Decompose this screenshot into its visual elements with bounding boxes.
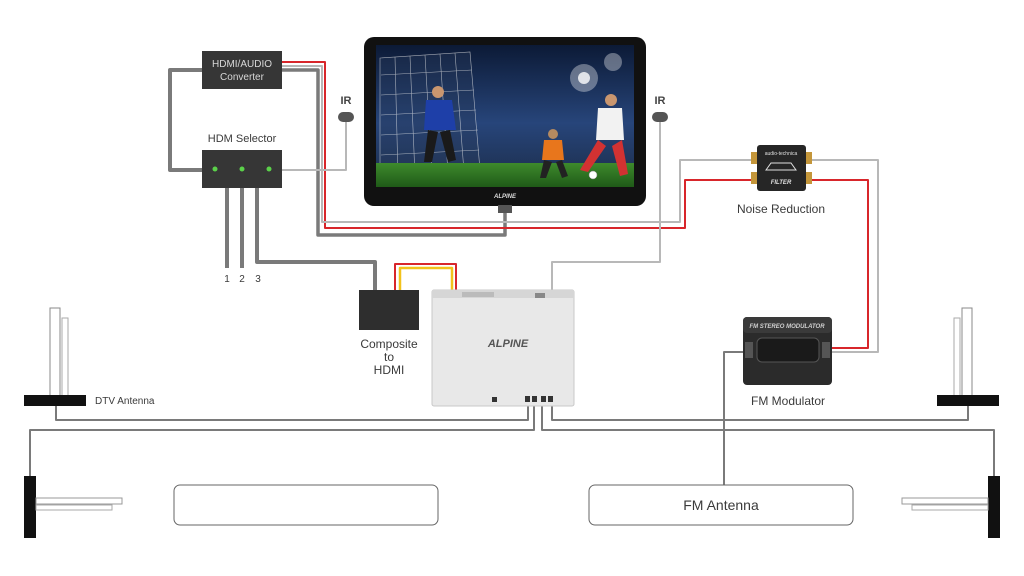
ir-left-sensor (338, 112, 354, 122)
cable-tuner-dtv-left-low (29, 405, 535, 482)
cable-composite-yellow (398, 266, 454, 292)
ir-sensor-left: IR (338, 95, 354, 122)
ir-right-sensor (652, 112, 668, 122)
filter-jack-tr (805, 152, 812, 164)
cable-audio-white (282, 65, 755, 223)
cable-modulator-antenna (723, 351, 745, 486)
fm-modulator: FM STEREO MODULATOR FM Modulator (743, 317, 832, 408)
antenna-right-rod-outer (961, 307, 973, 397)
side-antenna-left-base (24, 476, 36, 538)
filter-jack-bl (751, 172, 758, 184)
side-antenna-right-base (988, 476, 1000, 538)
selector-led-2 (239, 166, 245, 172)
antenna-right-base (937, 395, 999, 406)
dtv-antenna-left: DTV Antenna (24, 307, 155, 407)
ir-left-label: IR (341, 95, 352, 107)
cable-filter-white-out (808, 159, 879, 353)
monitor-brand: ALPINE (493, 194, 517, 200)
fm-modulator-label: FM Modulator (751, 394, 825, 408)
cable-ir-right (551, 120, 661, 292)
antenna-left-rod-inner (61, 317, 69, 397)
fm-antenna: FM Antenna (588, 484, 854, 526)
blank-box-frame (173, 484, 439, 526)
side-antenna-right-rod-1 (901, 497, 989, 505)
composite-label-3: HDMI (374, 363, 405, 377)
filter-body (757, 145, 806, 191)
tuner-port-2 (532, 396, 537, 402)
cable-tuner-dtv-left (55, 405, 529, 421)
side-antenna-left (24, 476, 123, 538)
fm-antenna-frame (588, 484, 854, 526)
filter-brand: audio-technica (765, 151, 798, 157)
modulator-label: FM STEREO MODULATOR (749, 324, 825, 330)
filter-car-icon (765, 162, 797, 171)
noise-reduction-label: Noise Reduction (737, 202, 825, 216)
tuner-port-3 (541, 396, 546, 402)
composite-label-1: Composite (360, 337, 418, 351)
antenna-left-base (24, 395, 86, 406)
composite-to-hdmi: Composite to HDMI (359, 290, 419, 377)
stadium-light-2 (604, 53, 622, 71)
side-antenna-left-rod-1 (35, 497, 123, 505)
noise-reduction-filter: audio-technica FILTER Noise Reduction (737, 145, 825, 216)
fm-antenna-label: FM Antenna (683, 497, 759, 513)
player-blue (424, 86, 456, 162)
monitor-mount (498, 205, 512, 213)
dtv-antenna-right (937, 307, 999, 406)
player-white (580, 94, 628, 176)
cable-tuner-dtv-right (551, 405, 969, 421)
tuner-port-1 (525, 396, 530, 402)
player-orange (540, 129, 568, 178)
hdmi-selector: HDM Selector 1 2 3 (202, 133, 282, 285)
cable-audio-red (282, 61, 755, 229)
ir-right-label: IR (655, 95, 666, 107)
filter-label: FILTER (771, 180, 792, 186)
selector-label: HDM Selector (208, 133, 277, 145)
converter-label-1: HDMI/AUDIO (212, 59, 272, 70)
side-antenna-right-rod-2 (911, 504, 989, 511)
blank-box (173, 484, 439, 526)
side-antenna-left-rod-2 (35, 504, 113, 511)
filter-jack-br (805, 172, 812, 184)
ball (588, 170, 598, 180)
selector-led-3 (266, 166, 272, 172)
modulator-top (743, 317, 832, 333)
hdmi-audio-converter: HDMI/AUDIO Converter (202, 51, 282, 89)
filter-jack-tl (751, 152, 758, 164)
cable-input-3 (255, 188, 377, 290)
cable-ir-left (282, 120, 347, 171)
side-antenna-right (901, 476, 1000, 538)
stadium-light-core (578, 72, 590, 84)
cable-filter-red-out (808, 179, 869, 349)
tuner-port-4 (548, 396, 553, 402)
modulator-grip-left (745, 342, 753, 358)
tuner-port-top-1 (462, 292, 494, 297)
selector-input-3-label: 3 (255, 274, 261, 285)
selector-input-1-label: 1 (224, 274, 230, 285)
cables (29, 61, 995, 486)
composite-label-2: to (384, 350, 394, 364)
dtv-antenna-label: DTV Antenna (95, 396, 155, 407)
cable-composite-red (394, 263, 457, 292)
selector-led-1 (212, 166, 218, 172)
modulator-panel (756, 337, 820, 363)
tuner-top-edge (432, 290, 574, 298)
monitor: ALPINE (364, 37, 646, 213)
selector-input-2-label: 2 (239, 274, 245, 285)
antenna-left-rod-outer (49, 307, 61, 397)
antenna-right-rod-inner (953, 317, 961, 397)
tuner-brand: ALPINE (487, 338, 529, 350)
converter-box (202, 51, 282, 89)
alpine-tuner: ALPINE (431, 289, 575, 407)
tuner-port-top-2 (535, 293, 545, 298)
converter-label-2: Converter (220, 72, 265, 83)
composite-box (359, 290, 419, 330)
modulator-grip-right (822, 342, 830, 358)
ir-sensor-right: IR (652, 95, 668, 122)
tuner-port-5 (492, 397, 497, 402)
cable-tuner-dtv-right-low (541, 405, 995, 482)
cable-converter-selector (168, 68, 202, 172)
cable-converter-monitor (282, 68, 507, 237)
